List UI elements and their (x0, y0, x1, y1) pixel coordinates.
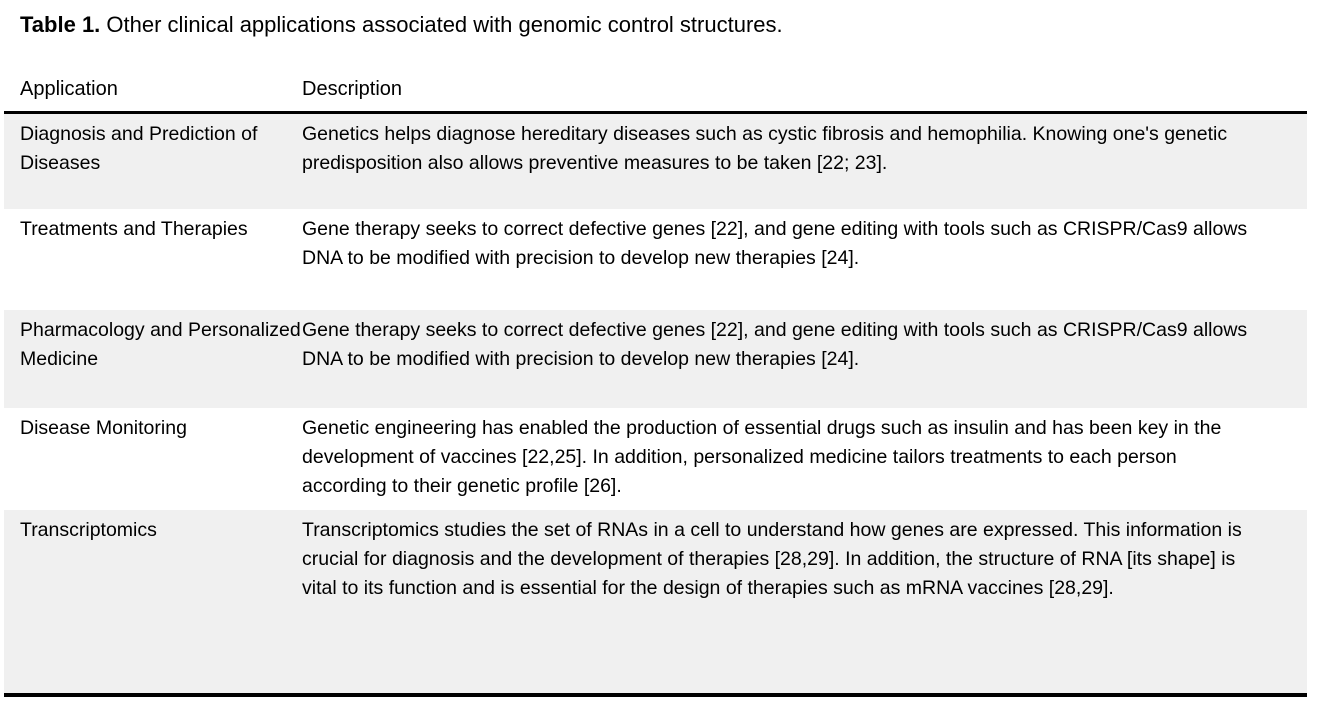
description-cell: Gene therapy seeks to correct defective … (302, 319, 1248, 370)
application-cell: Pharmacology and Personalized Medicine (20, 319, 301, 370)
description-cell: Genetics helps diagnose hereditary disea… (302, 123, 1228, 174)
table-caption-label: Table 1. (20, 12, 101, 37)
table-caption: Table 1. Other clinical applications ass… (0, 0, 1334, 40)
application-cell: Diagnosis and Prediction of Diseases (20, 123, 258, 174)
application-cell: Treatments and Therapies (20, 218, 248, 240)
table-caption-text: Other clinical applications associated w… (106, 12, 783, 37)
column-header-application: Application (20, 78, 118, 100)
description-cell: Transcriptomics studies the set of RNAs … (302, 519, 1242, 599)
description-cell: Genetic engineering has enabled the prod… (302, 417, 1222, 497)
table-row: Treatments and Therapies Gene therapy se… (4, 209, 1307, 310)
application-cell: Transcriptomics (20, 519, 157, 541)
table-row: Diagnosis and Prediction of Diseases Gen… (4, 114, 1307, 209)
clinical-applications-table: Application Description Diagnosis and Pr… (4, 56, 1307, 697)
table-row: Transcriptomics Transcriptomics studies … (4, 510, 1307, 693)
table-header-row: Application Description (4, 56, 1307, 114)
table-body: Diagnosis and Prediction of Diseases Gen… (4, 114, 1307, 697)
application-cell: Disease Monitoring (20, 417, 187, 439)
column-header-description: Description (302, 78, 403, 100)
table-row: Disease Monitoring Genetic engineering h… (4, 408, 1307, 510)
description-cell: Gene therapy seeks to correct defective … (302, 218, 1248, 269)
table-row: Pharmacology and Personalized Medicine G… (4, 310, 1307, 408)
